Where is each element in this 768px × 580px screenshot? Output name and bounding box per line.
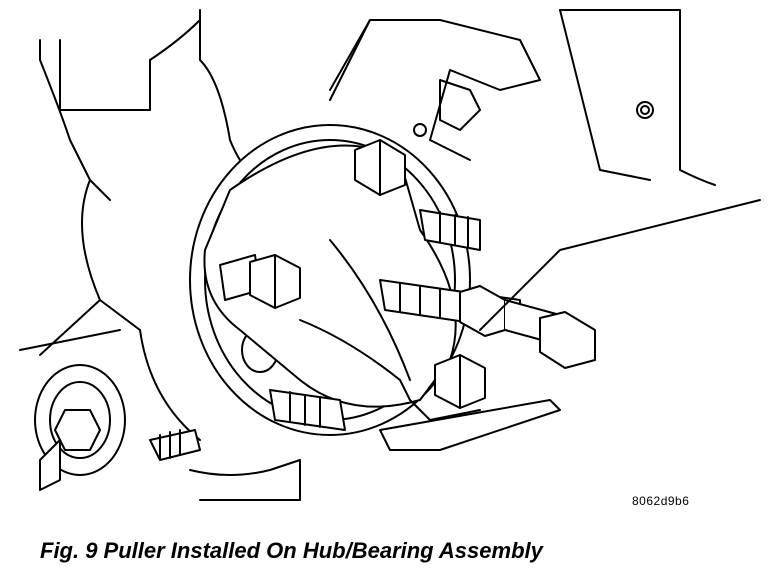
splash-shield	[380, 200, 760, 450]
hub-puller-illustration	[0, 0, 768, 520]
tie-rod-stud	[150, 430, 300, 500]
puller-plate	[204, 145, 480, 420]
puller-right-stud	[420, 210, 480, 250]
axle-shaft-nut	[35, 365, 125, 490]
puller-top-bolt	[355, 140, 405, 195]
figure-caption: Fig. 9 Puller Installed On Hub/Bearing A…	[40, 538, 543, 563]
forcing-screw	[380, 280, 595, 368]
body-panel	[560, 10, 715, 185]
image-code-label: 8062d9b6	[632, 494, 690, 508]
puller-left-bolt	[220, 255, 300, 308]
lower-stud	[270, 390, 345, 430]
puller-bottom-nut	[435, 355, 485, 408]
upper-bracket	[330, 20, 540, 160]
